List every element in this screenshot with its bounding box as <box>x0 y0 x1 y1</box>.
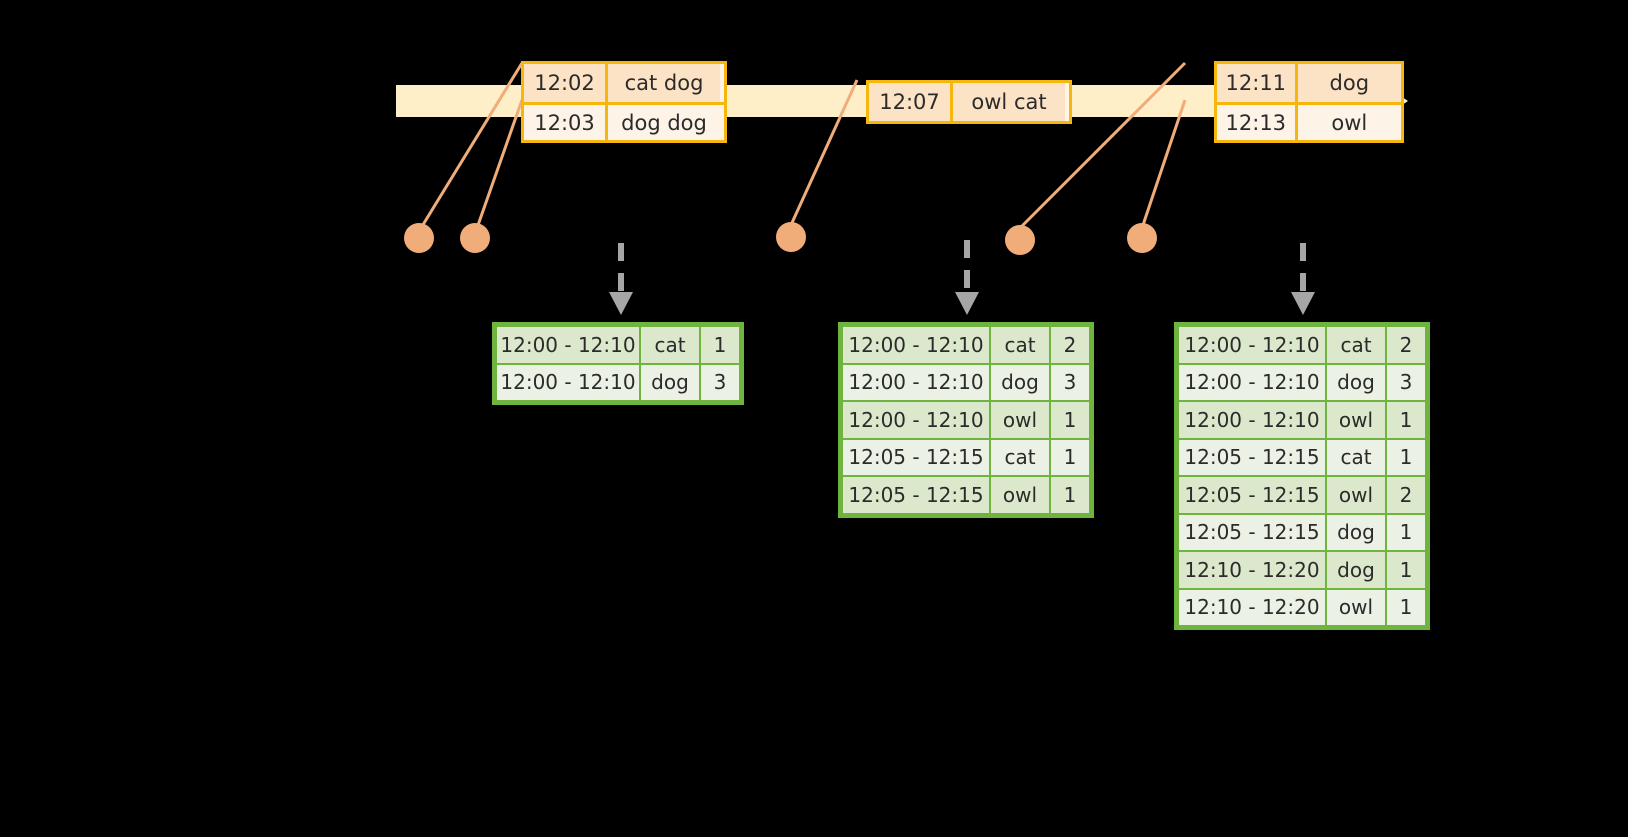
window-cell: 12:05 - 12:15 <box>843 439 989 475</box>
window-cell: 12:00 - 12:10 <box>1179 402 1325 438</box>
word-cell: dog <box>1327 514 1385 550</box>
count-cell: 1 <box>1051 439 1089 475</box>
table-row[interactable]: 12:00 - 12:10 owl 1 <box>1178 401 1426 439</box>
connector-line-2 <box>475 99 524 229</box>
count-cell: 1 <box>1051 402 1089 438</box>
count-cell: 3 <box>1387 364 1425 400</box>
count-cell: 1 <box>1387 439 1425 475</box>
event-row[interactable]: 12:11 dog <box>1217 64 1401 102</box>
event-row[interactable]: 12:02 cat dog <box>524 64 724 102</box>
word-cell: cat <box>1327 439 1385 475</box>
word-cell: dog <box>991 364 1049 400</box>
event-time: 12:07 <box>869 83 953 121</box>
result-table-2[interactable]: 12:00 - 12:10 cat 2 12:00 - 12:10 dog 3 … <box>838 322 1094 518</box>
window-cell: 12:10 - 12:20 <box>1179 589 1325 625</box>
word-cell: cat <box>641 327 699 363</box>
table-row[interactable]: 12:05 - 12:15 cat 1 <box>1178 439 1426 477</box>
word-cell: cat <box>1327 327 1385 363</box>
word-cell: owl <box>1327 589 1385 625</box>
dot-4 <box>1005 225 1035 255</box>
event-group-2[interactable]: 12:07 owl cat <box>866 80 1072 124</box>
word-cell: cat <box>991 439 1049 475</box>
event-dots <box>404 222 1157 255</box>
count-cell: 2 <box>1387 477 1425 513</box>
count-cell: 1 <box>1387 402 1425 438</box>
table-row[interactable]: 12:00 - 12:10 dog 3 <box>1178 364 1426 402</box>
window-cell: 12:00 - 12:10 <box>497 327 639 363</box>
event-words: owl cat <box>953 83 1065 121</box>
window-cell: 12:00 - 12:10 <box>843 364 989 400</box>
window-cell: 12:05 - 12:15 <box>1179 439 1325 475</box>
count-cell: 1 <box>1051 477 1089 513</box>
word-cell: dog <box>641 364 699 400</box>
event-group-3[interactable]: 12:11 dog 12:13 owl <box>1214 61 1404 143</box>
emit-arrow-1 <box>609 243 633 315</box>
count-cell: 1 <box>1387 514 1425 550</box>
table-row[interactable]: 12:00 - 12:10 cat 2 <box>842 326 1090 364</box>
table-row[interactable]: 12:10 - 12:20 dog 1 <box>1178 551 1426 589</box>
table-row[interactable]: 12:00 - 12:10 cat 2 <box>1178 326 1426 364</box>
word-cell: owl <box>1327 402 1385 438</box>
event-time: 12:03 <box>524 105 608 140</box>
table-row[interactable]: 12:00 - 12:10 dog 3 <box>496 364 740 402</box>
emit-arrows <box>609 240 1315 315</box>
word-cell: owl <box>1327 477 1385 513</box>
connector-line-3 <box>789 79 859 226</box>
dot-5 <box>1127 223 1157 253</box>
event-words: owl <box>1297 105 1401 140</box>
table-row[interactable]: 12:00 - 12:10 owl 1 <box>842 401 1090 439</box>
table-row[interactable]: 12:05 - 12:15 owl 2 <box>1178 476 1426 514</box>
window-cell: 12:00 - 12:10 <box>843 327 989 363</box>
event-words: cat dog <box>608 64 720 102</box>
event-row[interactable]: 12:03 dog dog <box>524 102 724 140</box>
table-row[interactable]: 12:00 - 12:10 cat 1 <box>496 326 740 364</box>
window-cell: 12:00 - 12:10 <box>843 402 989 438</box>
dot-2 <box>460 223 490 253</box>
event-row[interactable]: 12:13 owl <box>1217 102 1401 140</box>
connector-line-5 <box>1140 99 1187 229</box>
table-row[interactable]: 12:05 - 12:15 dog 1 <box>1178 514 1426 552</box>
result-table-3[interactable]: 12:00 - 12:10 cat 2 12:00 - 12:10 dog 3 … <box>1174 322 1430 630</box>
table-row[interactable]: 12:10 - 12:20 owl 1 <box>1178 589 1426 627</box>
count-cell: 2 <box>1387 327 1425 363</box>
word-cell: cat <box>991 327 1049 363</box>
count-cell: 2 <box>1051 327 1089 363</box>
event-words: dog <box>1297 64 1401 102</box>
connector-line-1 <box>419 62 524 229</box>
window-cell: 12:00 - 12:10 <box>1179 364 1325 400</box>
table-row[interactable]: 12:05 - 12:15 cat 1 <box>842 439 1090 477</box>
count-cell: 1 <box>1387 552 1425 588</box>
count-cell: 3 <box>1051 364 1089 400</box>
result-table-1[interactable]: 12:00 - 12:10 cat 1 12:00 - 12:10 dog 3 <box>492 322 744 405</box>
emit-arrow-2 <box>955 240 979 315</box>
event-group-1[interactable]: 12:02 cat dog 12:03 dog dog <box>521 61 727 143</box>
dot-3 <box>776 222 806 252</box>
table-row[interactable]: 12:00 - 12:10 dog 3 <box>842 364 1090 402</box>
window-cell: 12:05 - 12:15 <box>843 477 989 513</box>
window-cell: 12:10 - 12:20 <box>1179 552 1325 588</box>
emit-arrow-3 <box>1291 243 1315 315</box>
count-cell: 3 <box>701 364 739 400</box>
event-row[interactable]: 12:07 owl cat <box>869 83 1069 121</box>
window-cell: 12:05 - 12:15 <box>1179 514 1325 550</box>
dot-1 <box>404 223 434 253</box>
table-row[interactable]: 12:05 - 12:15 owl 1 <box>842 476 1090 514</box>
window-cell: 12:00 - 12:10 <box>1179 327 1325 363</box>
word-cell: owl <box>991 477 1049 513</box>
event-words: dog dog <box>608 105 720 140</box>
word-cell: dog <box>1327 364 1385 400</box>
count-cell: 1 <box>701 327 739 363</box>
window-cell: 12:05 - 12:15 <box>1179 477 1325 513</box>
event-time: 12:02 <box>524 64 608 102</box>
event-time: 12:11 <box>1217 64 1298 102</box>
window-cell: 12:00 - 12:10 <box>497 364 639 400</box>
word-cell: owl <box>991 402 1049 438</box>
event-time: 12:13 <box>1217 105 1298 140</box>
word-cell: dog <box>1327 552 1385 588</box>
count-cell: 1 <box>1387 589 1425 625</box>
